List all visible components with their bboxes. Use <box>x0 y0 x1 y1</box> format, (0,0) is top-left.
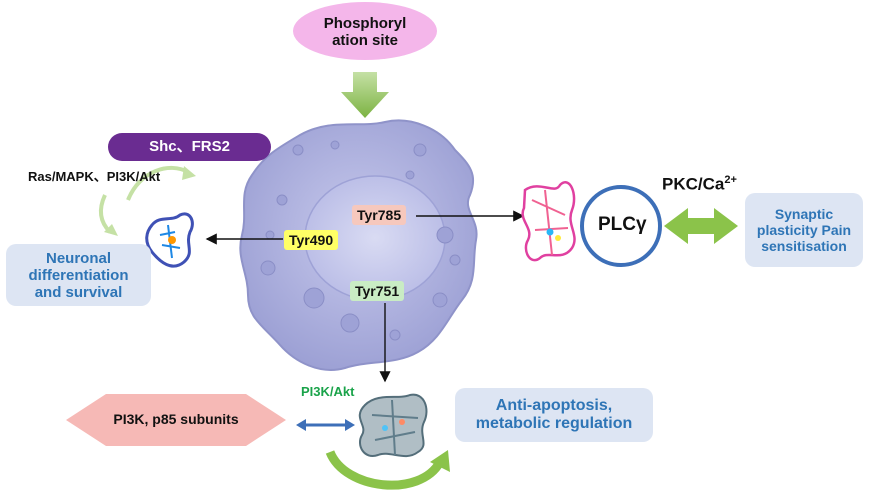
phosphorylation-bubble <box>293 2 437 60</box>
neuronal-line2: differentiation <box>28 266 129 284</box>
synaptic-line1: Synaptic <box>774 206 834 222</box>
bottom-curved-arrow <box>325 449 444 490</box>
blue-arrow-head-right <box>345 419 355 431</box>
neuronal-box: Neuronal differentiation and survival <box>6 244 151 306</box>
pi3k-akt-label: PI3K/Akt <box>301 384 355 399</box>
pi3k-subunits-diamond <box>66 394 286 446</box>
plc-greek-text: γ <box>636 214 647 235</box>
curved-arrow-down <box>98 194 112 234</box>
tyr785-tag: Tyr785 <box>352 205 407 225</box>
curved-arrow-up-head <box>182 166 196 180</box>
pkc-superscript: 2+ <box>724 174 737 186</box>
pi3k-subunits-label: PI3K, p85 subunits <box>113 411 239 427</box>
phosphorylation-site-label: Phosphoryl ation site <box>293 15 437 50</box>
pkc-ca-label: PKC/Ca2+ <box>662 174 737 194</box>
vesicles <box>260 140 461 341</box>
blue-arrow-head-left <box>296 419 306 431</box>
pkc-main-text: PKC/Ca <box>662 174 725 194</box>
phosphorylation-line2: ation site <box>332 32 398 50</box>
curved-arrow-up <box>126 165 189 201</box>
synaptic-box: Synaptic plasticity Pain sensitisation <box>745 193 863 267</box>
anti-line1: Anti-apoptosis, <box>495 397 613 414</box>
phosphorylation-line1: Phosphoryl <box>323 15 407 32</box>
plc-gamma-label: PLCγ <box>598 214 647 236</box>
down-green-arrow <box>341 72 389 118</box>
anti-line2: metabolic regulation <box>475 415 633 432</box>
shc-frs2-label: Shc、FRS2 <box>149 138 230 155</box>
tyr490-tag: Tyr490 <box>284 230 339 250</box>
protein-structure-pi3k <box>358 393 428 458</box>
protein-structure-left <box>145 212 194 268</box>
tyr751-tag: Tyr751 <box>350 281 405 301</box>
ras-pathway-label: Ras/MAPK、PI3K/Akt <box>28 169 161 184</box>
green-double-arrow <box>664 208 738 244</box>
protein-structure-plc <box>521 181 576 262</box>
neuronal-line1: Neuronal <box>45 249 111 267</box>
anti-apoptosis-box: Anti-apoptosis, metabolic regulation <box>455 388 653 442</box>
neuronal-line3: and survival <box>34 283 123 301</box>
curved-arrow-down-head <box>104 224 118 236</box>
bottom-curved-arrow-head <box>430 450 450 472</box>
plc-circle <box>580 185 662 267</box>
shc-frs2-pill <box>108 133 271 161</box>
synaptic-line2: plasticity Pain <box>756 222 852 238</box>
plc-main-text: PLC <box>598 214 636 235</box>
synaptic-line3: sensitisation <box>761 238 847 254</box>
